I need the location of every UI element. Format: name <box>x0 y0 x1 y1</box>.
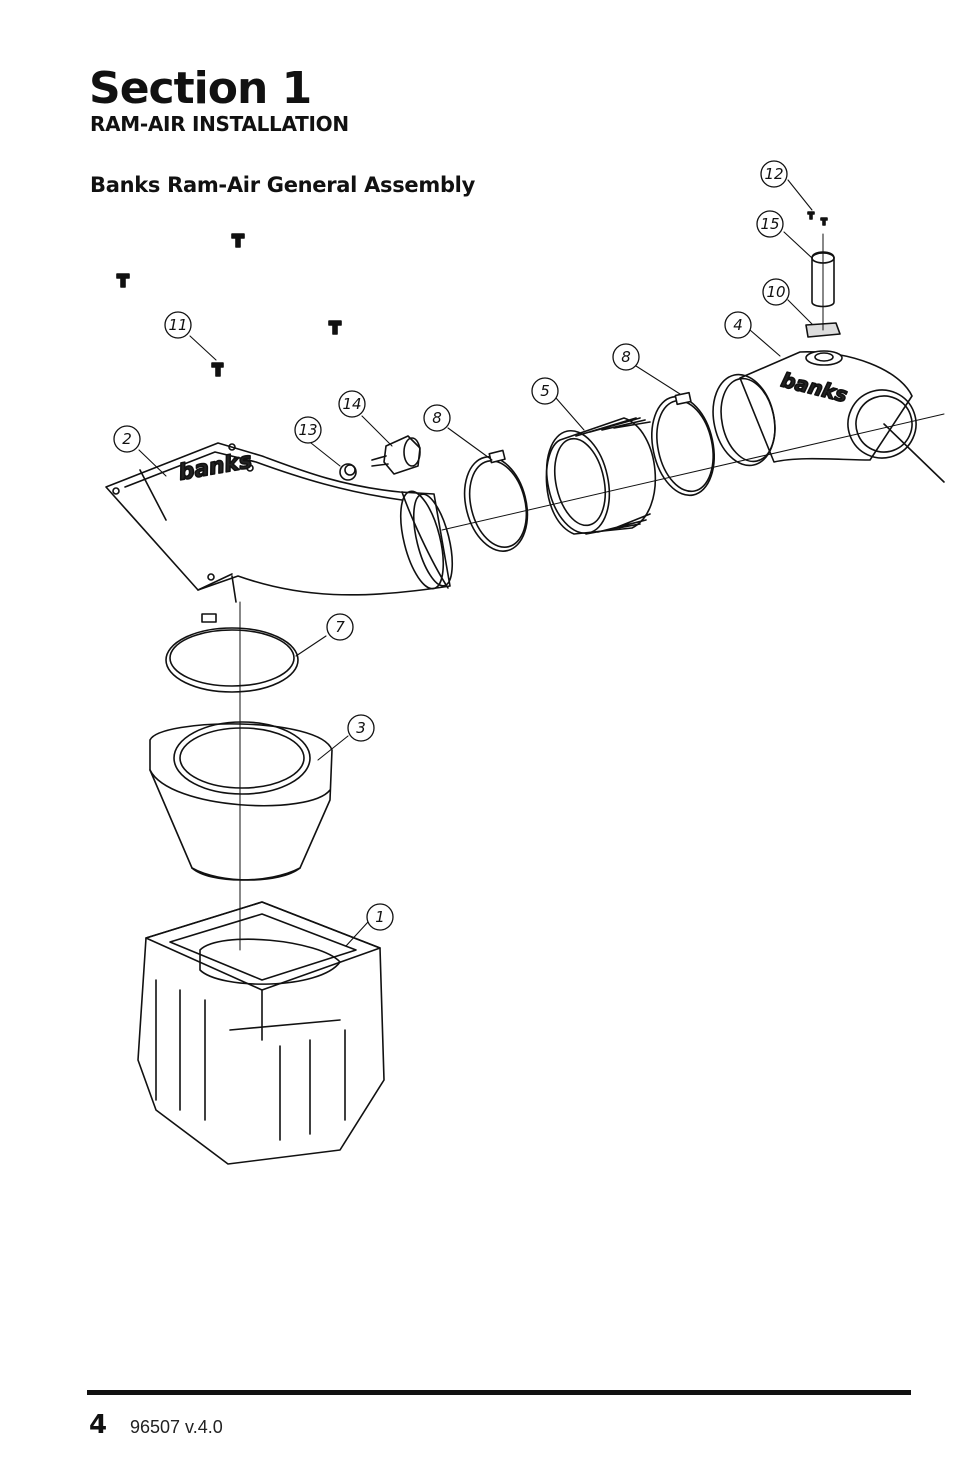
callout-labels: 1 2 3 4 5 7 8 8 10 11 12 13 14 15 <box>122 165 785 926</box>
intake-elbow <box>712 350 945 483</box>
callout-11: 11 <box>168 316 187 334</box>
assembly-axis <box>239 233 945 951</box>
callout-3: 3 <box>356 719 366 737</box>
callout-12: 12 <box>764 165 783 183</box>
air-filter <box>149 721 333 881</box>
callout-13: 13 <box>298 421 317 439</box>
ring-clamp <box>165 613 299 693</box>
document-version: 96507 v.4.0 <box>130 1417 223 1437</box>
callout-1: 1 <box>375 908 385 926</box>
callout-4: 4 <box>733 316 743 334</box>
callout-7: 7 <box>335 618 345 636</box>
sensor-fitting <box>371 435 421 475</box>
leader-lines <box>138 179 813 947</box>
callout-5: 5 <box>540 382 550 400</box>
screw-icon <box>231 233 245 248</box>
assembly-diagram: banks <box>105 160 945 1165</box>
screw-icon <box>116 273 130 288</box>
airbox-lid-tube <box>105 442 454 603</box>
callout-8: 8 <box>432 409 442 427</box>
section-title: Section 1 <box>89 63 312 114</box>
diagram-title: Banks Ram-Air General Assembly <box>90 173 475 197</box>
callout-10: 10 <box>766 283 785 301</box>
footer-rule <box>87 1390 911 1395</box>
callout-14: 14 <box>342 395 361 413</box>
section-subtitle: RAM-AIR INSTALLATION <box>90 112 349 136</box>
screw-icon <box>211 362 224 377</box>
callout-15: 15 <box>760 215 779 233</box>
hose-clamp <box>463 449 529 552</box>
callout-8: 8 <box>621 348 631 366</box>
air-box <box>137 901 385 1165</box>
screw-icon <box>328 320 342 335</box>
callout-2: 2 <box>122 430 132 448</box>
plug-fitting <box>339 463 357 481</box>
callout-circles <box>113 160 790 931</box>
screw-icon <box>807 211 828 226</box>
page-number: 4 <box>89 1410 108 1440</box>
hose-clamp <box>651 391 715 497</box>
silicone-coupler <box>545 417 657 535</box>
